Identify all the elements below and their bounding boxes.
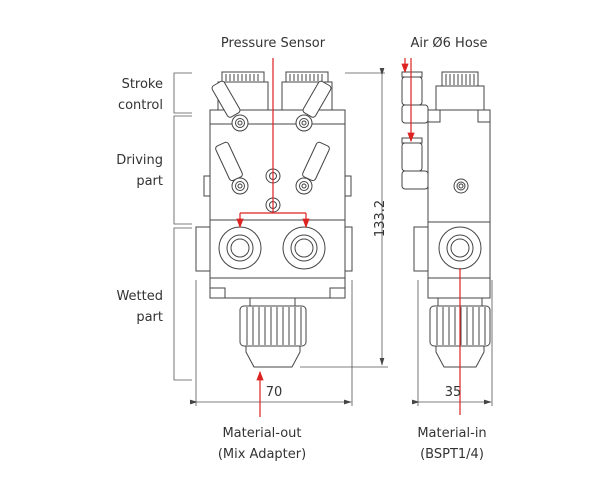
label-line: part: [136, 310, 163, 325]
label-line: Wetted: [116, 289, 163, 304]
label-line: Material-in: [417, 426, 487, 441]
side-view: [401, 71, 491, 368]
label-line: (Mix Adapter): [217, 447, 307, 462]
height-dimension: [300, 67, 388, 368]
front-width-value: 70: [265, 385, 283, 400]
label-line: part: [136, 174, 163, 189]
wetted-part-bracket: [173, 227, 192, 381]
height-dimension-value: 133.2: [373, 199, 389, 238]
label-line: Driving: [116, 153, 163, 168]
material-in-label: Material-in (BSPT1/4): [417, 423, 486, 465]
pressure-sensor-callout: [236, 58, 310, 229]
label-line: control: [117, 98, 163, 113]
stroke-control-bracket: [173, 72, 192, 114]
front-view: [195, 71, 353, 368]
label-line: (BSPT1/4): [420, 447, 484, 462]
driving-part-bracket: [173, 115, 192, 225]
stroke-control-label: Stroke control: [118, 74, 163, 116]
label-line: Material-out: [222, 426, 302, 441]
air-hose-callout: [401, 58, 415, 143]
label-line: Stroke: [121, 77, 163, 92]
wetted-part-label: Wetted part: [116, 286, 163, 328]
driving-part-label: Driving part: [116, 150, 163, 192]
side-width-value: 35: [444, 385, 462, 400]
side-width-dimension: [411, 280, 493, 406]
material-out-label: Material-out (Mix Adapter): [218, 423, 306, 465]
front-width-dimension: [189, 280, 353, 406]
air-hose-label: Air Ø6 Hose: [410, 36, 488, 51]
pressure-sensor-label: Pressure Sensor: [220, 36, 326, 51]
